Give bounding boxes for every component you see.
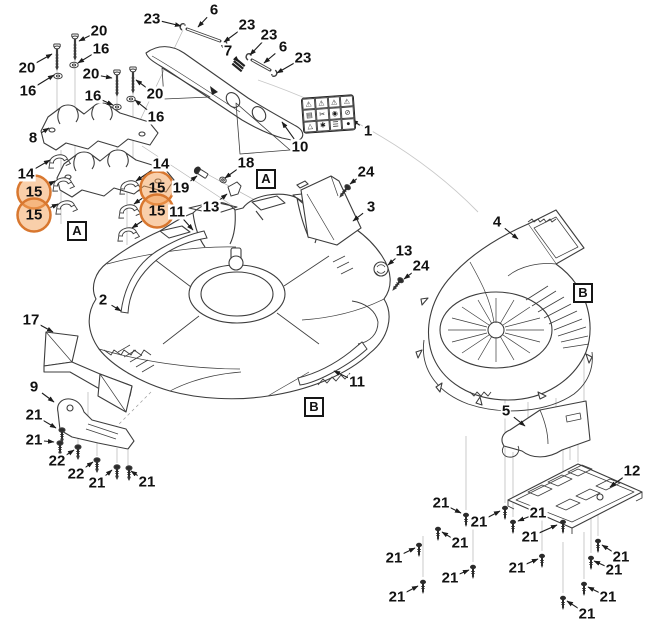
leader-line [609,476,625,488]
leader-line [35,53,53,64]
leader-line [50,203,59,209]
warning-pictogram: ⚠ [327,96,341,109]
leader-line [48,180,56,186]
leader-line [135,169,154,182]
leader-line [43,438,55,444]
leader-line [104,469,113,477]
leader-line [100,74,113,80]
leader-line [601,544,613,553]
part-17-deflector-drawing [43,331,133,413]
leader-line [587,586,600,594]
warning-pictogram: ⚠ [314,97,329,110]
part-4-blower-housing-drawing [415,209,593,412]
warning-label-sticker: ⚠⚠⚠⚠▤✂◉⊘△✱☰● [300,94,357,134]
leader-line [83,461,94,469]
highlight-circle [139,193,175,229]
warning-pictogram: ⚠ [340,95,354,108]
leader-line [441,531,452,539]
leader-line [130,470,140,477]
leader-line [41,392,55,403]
part-2-mower-deck-drawing [88,191,391,400]
leader-line [403,271,414,280]
part-5-chute-drawing [501,400,591,458]
leader-line [487,510,501,518]
leader-line [449,506,462,514]
leader-line [134,99,149,112]
warning-pictogram: ● [341,117,356,131]
leader-line [405,585,419,593]
leader-line [387,257,397,266]
warning-pictogram: ⊘ [340,106,355,119]
leader-line [504,227,519,240]
leader-line [224,168,239,179]
part-7-spring-clip [231,57,246,73]
leader-line [402,547,416,555]
leader-line [513,416,526,427]
warning-pictogram: ✂ [315,108,329,121]
leader-line [65,449,75,457]
leader-line [41,127,50,134]
leader-line [197,16,208,28]
leader-line [249,41,263,56]
warning-pictogram: ✱ [316,119,330,132]
leader-line [135,79,148,89]
part-11-rub-strips-drawing [120,230,368,386]
part-10-handlebar-bracket-drawing [145,23,304,155]
warning-pictogram: ▤ [302,109,317,122]
leader-line [78,34,91,42]
warning-pictogram: ◉ [328,107,342,120]
leader-line [101,99,114,106]
leader-line [333,370,349,379]
leader-line [352,212,364,222]
leader-line [77,53,93,64]
part-19-18-hardware-drawing [193,166,242,197]
part-12-grid-plate-drawing [507,463,643,534]
highlight-circle [16,197,52,233]
leader-line [459,569,470,575]
leader-line [183,219,194,231]
leader-line [111,304,122,312]
leader-line [349,177,359,185]
part-3-deflector-plate-drawing [296,175,406,293]
leader-line [223,30,240,43]
leader-line [233,56,240,63]
leader-line [161,20,182,27]
leader-line [133,197,143,205]
leader-line [34,159,51,170]
leader-line [525,558,539,565]
leader-line [517,516,529,522]
warning-pictogram: ⚠ [301,97,316,111]
leader-line [538,524,558,534]
leader-line [131,220,143,229]
leader-line [36,74,55,87]
leader-line [42,419,57,429]
part-9-bracket-drawing [56,398,135,481]
warning-pictogram: △ [303,120,317,133]
leader-line [276,62,295,74]
leader-line [263,53,276,64]
warning-pictogram: ☰ [328,118,343,131]
leader-line [593,560,606,567]
leader-line [566,600,579,610]
leader-line [39,324,54,333]
leader-line [281,121,295,140]
